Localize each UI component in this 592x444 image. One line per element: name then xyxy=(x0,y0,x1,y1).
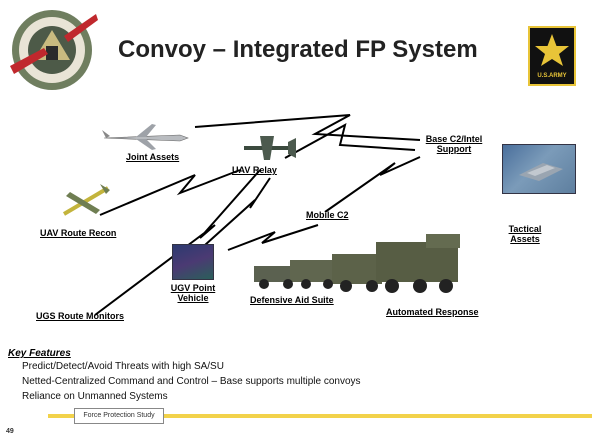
army-logo: U.S.ARMY xyxy=(528,26,576,86)
link-joint-to-base xyxy=(194,114,421,141)
link-ugv-to-mobile xyxy=(227,224,319,251)
label-uav-route-recon: UAV Route Recon xyxy=(40,228,117,238)
page-number: 49 xyxy=(6,428,14,435)
link-mobile-to-base xyxy=(324,156,421,213)
key-feature-item: Netted-Centralized Command and Control –… xyxy=(22,376,361,387)
label-tactical-line1: Tactical xyxy=(508,224,542,234)
army-logo-text: U.S.ARMY xyxy=(537,73,567,79)
link-uav-relay-to-base xyxy=(284,123,416,159)
label-base-c2-line1: Base C2/Intel xyxy=(425,134,483,144)
uav-relay-aircraft-icon xyxy=(244,136,296,160)
label-ugv-line2: Vehicle xyxy=(177,293,209,303)
link-ugs-to-relay xyxy=(94,169,261,316)
label-ugv-line1: UGV Point xyxy=(170,283,216,293)
link-recon-to-relay xyxy=(99,169,241,216)
label-uav-relay: UAV Relay xyxy=(232,165,277,175)
label-base-c2: Base C2/Intel Support xyxy=(414,134,494,154)
label-tactical-line2: Assets xyxy=(510,234,540,244)
label-automated-response: Automated Response xyxy=(386,307,479,317)
footer-bar xyxy=(48,414,592,418)
key-feature-item: Predict/Detect/Avoid Threats with high S… xyxy=(22,361,224,372)
label-ugs-route-monitors: UGS Route Monitors xyxy=(36,311,124,321)
link-ugv-to-relay xyxy=(204,177,271,246)
convoy-vehicles-image xyxy=(254,234,460,293)
label-tactical-assets: Tactical Assets xyxy=(500,224,550,244)
ugv-point-vehicle-image xyxy=(172,244,214,280)
key-features-title: Key Features xyxy=(8,348,71,359)
key-feature-item: Reliance on Unmanned Systems xyxy=(22,391,168,402)
vehicle-silhouette-icon xyxy=(519,163,563,181)
label-mobile-c2: Mobile C2 xyxy=(306,210,349,220)
label-base-c2-line2: Support xyxy=(436,144,472,154)
tactical-assets-image xyxy=(502,144,576,194)
page-title: Convoy – Integrated FP System xyxy=(118,36,478,63)
label-defensive-aid-suite: Defensive Aid Suite xyxy=(250,295,334,305)
star-icon xyxy=(535,34,569,66)
footer-label: Force Protection Study xyxy=(74,408,164,424)
insignia-logo xyxy=(10,10,98,90)
label-ugv-point-vehicle: UGV Point Vehicle xyxy=(170,283,216,303)
uav-route-recon-aircraft-icon xyxy=(62,184,110,216)
label-joint-assets: Joint Assets xyxy=(126,152,180,162)
joint-assets-aircraft-icon xyxy=(102,124,189,150)
